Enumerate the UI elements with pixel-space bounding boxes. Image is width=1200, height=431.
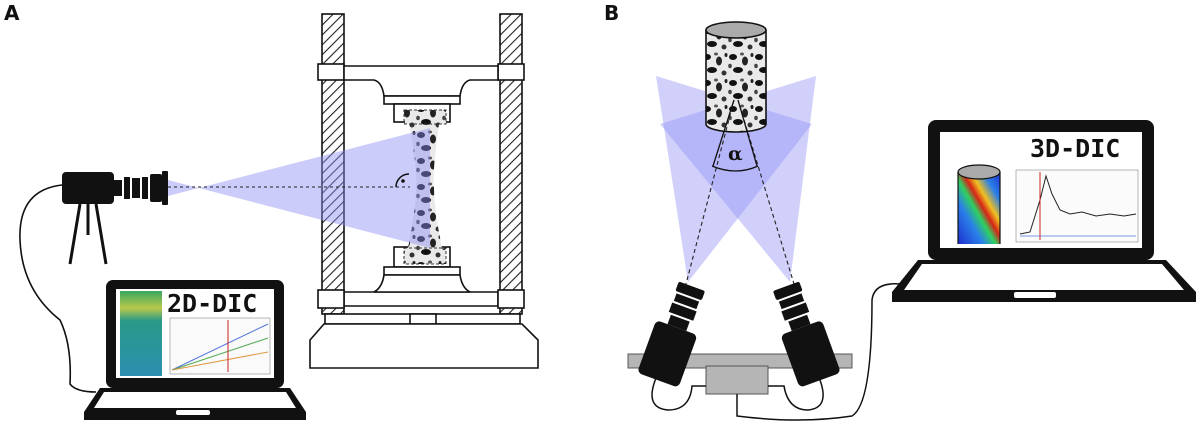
right-angle-marker [395, 173, 410, 188]
camera-3d-right [773, 281, 840, 387]
load-frame [309, 13, 539, 369]
panel-b-letter: B [604, 1, 619, 25]
machine-base [309, 323, 539, 369]
right-column [499, 13, 523, 315]
camera-view-beam [168, 128, 430, 248]
cable-left-camera [651, 377, 706, 411]
cable-right-camera [768, 379, 824, 411]
left-optical-axis [685, 99, 735, 285]
panel-a-letter: A [4, 1, 20, 25]
right-camera-beam [660, 76, 816, 282]
camera-2d [62, 171, 168, 265]
screen-content-3d [957, 164, 1139, 244]
top-crosshead [343, 65, 499, 97]
angle-arc [711, 165, 759, 172]
screen-label-3d: 3D-DIC [1030, 134, 1120, 163]
angle-alpha-label: α [728, 143, 743, 165]
left-camera-beam [656, 76, 812, 282]
cable-to-laptop-3d [736, 283, 901, 421]
camera-cable-a [19, 184, 97, 393]
screen-label-2d: 2D-DIC [167, 289, 257, 318]
bottom-crosshead [373, 274, 471, 293]
cylinder-specimen [705, 21, 767, 133]
camera-3d-left [638, 281, 705, 387]
screen-content-2d [120, 291, 271, 376]
